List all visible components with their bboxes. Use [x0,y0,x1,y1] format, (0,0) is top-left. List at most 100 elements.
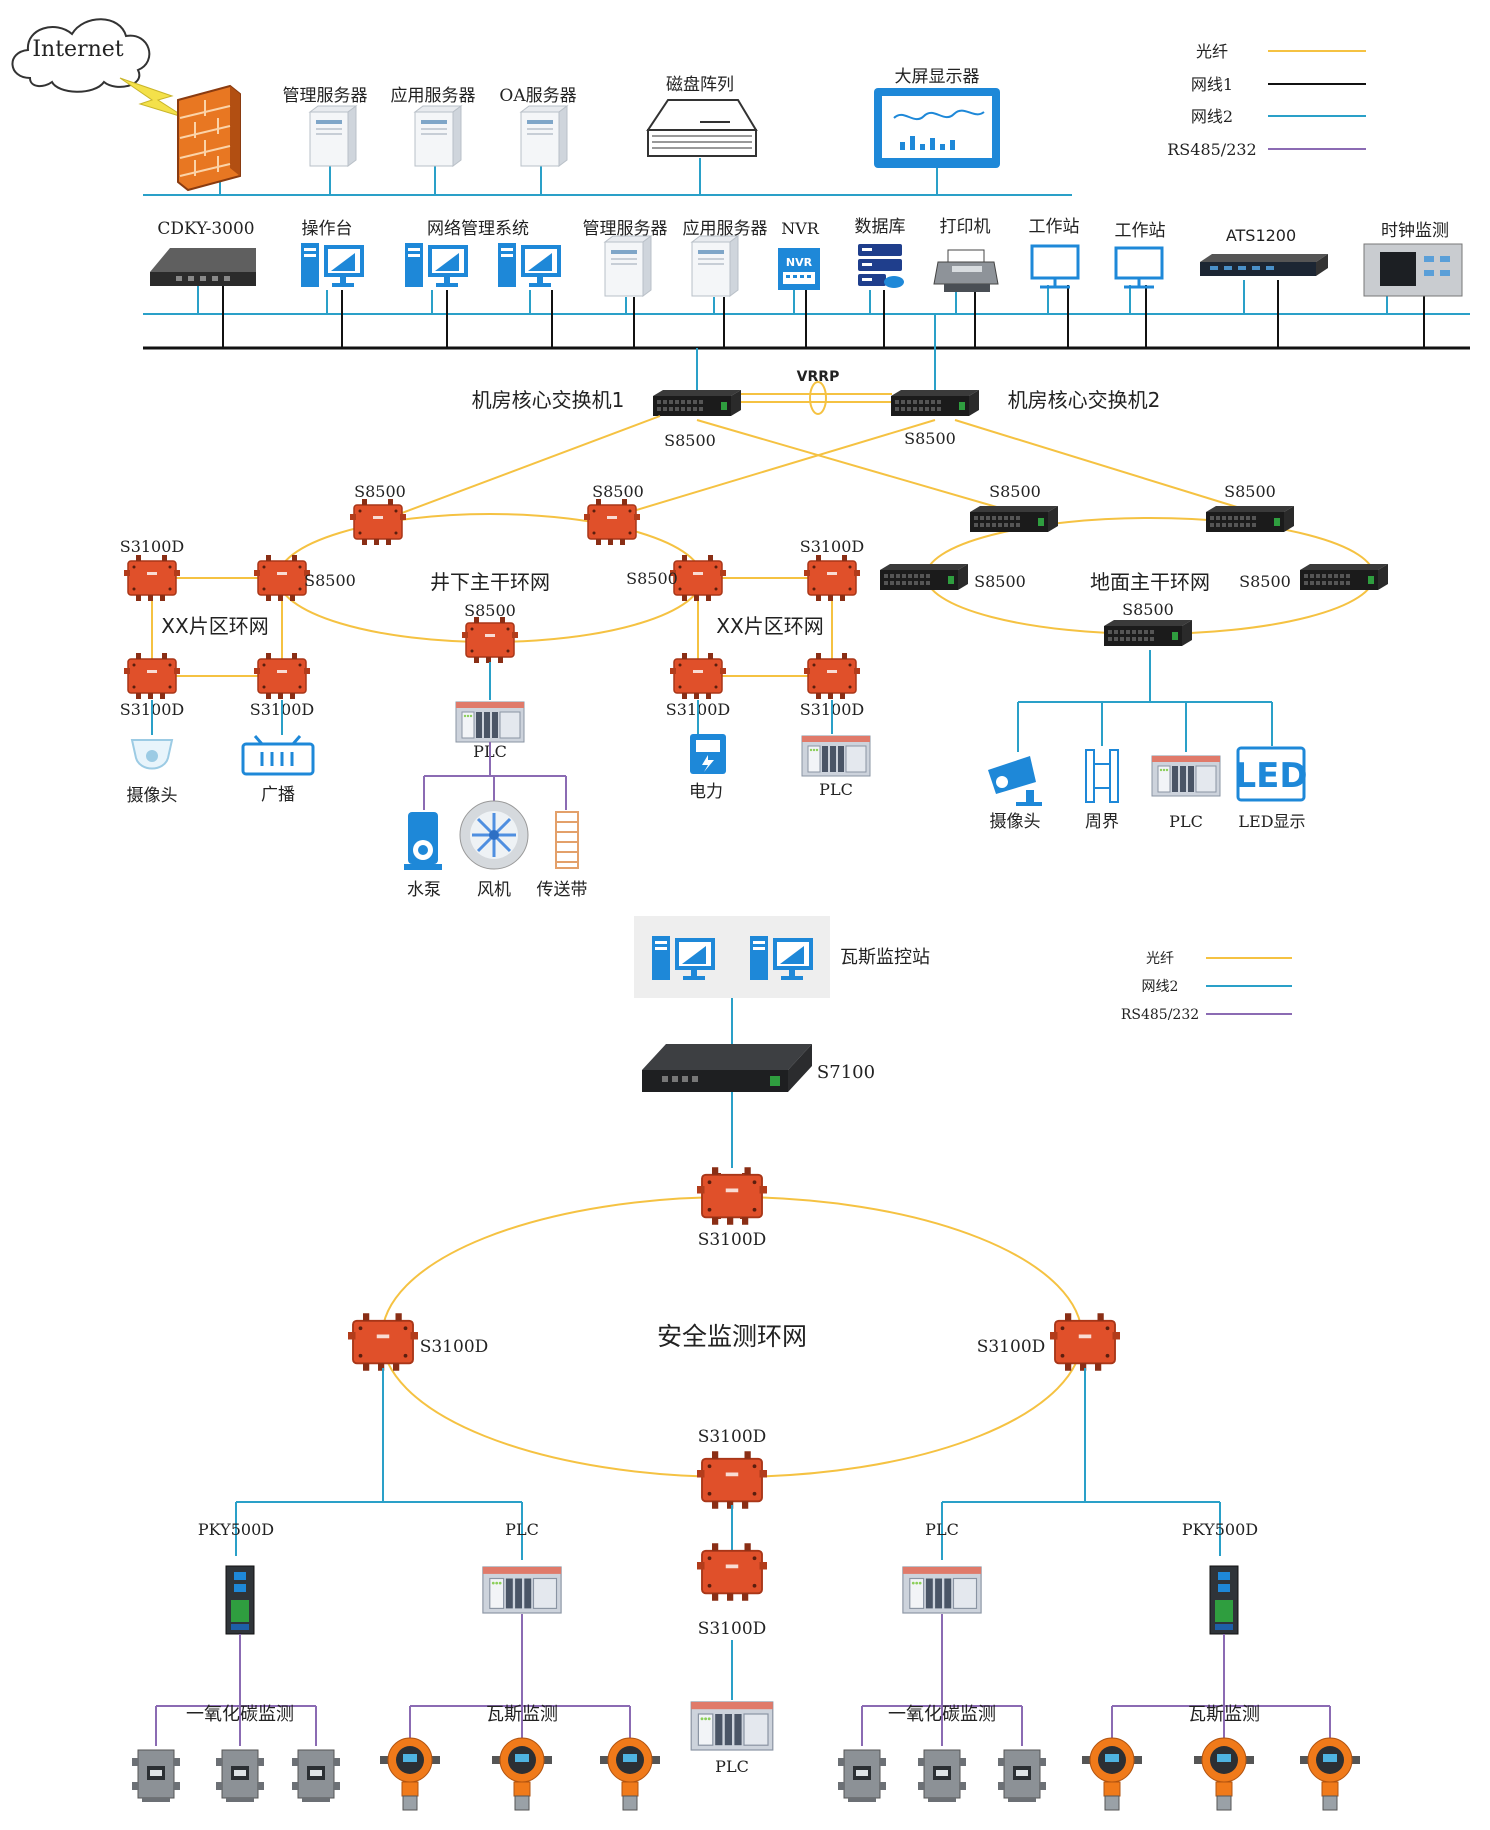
safety-extra-plc-icon [690,1701,774,1751]
ground-node-3-label: S8500 [974,572,1026,591]
vrrp-label: VRRP [797,369,840,385]
left-district-node-3 [253,652,311,700]
ground-device-perimeter-label: 周界 [1085,812,1119,832]
ground-node-1-label: S8500 [989,482,1041,501]
nvr-label: NVR [781,219,820,238]
netmgmt-pc-icon-1 [405,243,468,287]
svg-text:NVR: NVR [786,256,813,269]
ground-node-5 [1104,620,1192,646]
big-screen-label: 大屏显示器 [895,67,980,87]
workstation1-label: 工作站 [1029,217,1080,237]
top-server-label-1: 管理服务器 [283,86,368,106]
ground-device-camera-label: 摄像头 [990,812,1041,832]
ground-device-links [1017,650,1273,752]
internet-cloud-icon [11,18,151,93]
underground-node-4 [669,554,727,602]
ground-node-3 [880,564,968,590]
core-switch-1 [653,390,741,416]
fan-icon [459,800,529,870]
group-1-label: 一氧化碳监测 [186,1704,294,1725]
ground-camera-icon [988,756,1042,806]
underground-node-3 [253,554,311,602]
console-pc-icon [301,243,364,287]
top-server-2 [414,105,462,167]
ground-node-2 [1206,506,1294,532]
top-server-1 [309,105,357,167]
right-device-plc-label: PLC [819,780,853,799]
legend-top-label-rs485: RS485/232 [1167,140,1256,159]
clock-monitor-icon [1363,243,1463,297]
safety-extra-node [696,1542,768,1602]
underground-node-1 [349,498,407,546]
right-district-node-1-label: S3100D [800,537,865,556]
legend-bottom: 光纤 网线2 RS485/232 [1121,951,1292,1023]
underground-node-5-label: S8500 [464,601,516,620]
led-display-icon: LED [1234,746,1308,802]
conveyor-label: 传送带 [537,880,588,900]
gas-station-label: 瓦斯监控站 [840,947,930,968]
console-label: 操作台 [302,219,353,239]
netmgmt-label: 网络管理系统 [427,219,529,239]
ground-node-4 [1300,564,1388,590]
cdky-label: CDKY-3000 [157,219,254,239]
safety-ring-title: 安全监测环网 [657,1322,807,1351]
top-server-3 [520,105,568,167]
legend-bottom-label-rs485: RS485/232 [1121,1007,1199,1023]
conveyor-icon [555,811,579,869]
core-switch-2-model: S8500 [904,429,956,448]
branch-2-label: PLC [505,1520,539,1539]
power-meter-icon [690,734,726,774]
group-4-label: 瓦斯监测 [1188,1704,1260,1725]
underground-ring-title: 井下主干环网 [430,570,550,594]
led-display-text: LED [1234,756,1307,796]
top-server-label-2: 应用服务器 [391,86,476,106]
co-sensor-icon [131,1749,181,1803]
left-district-node-2 [123,652,181,700]
ground-ring-title: 地面主干环网 [1090,570,1210,594]
gas-sensor-icon [1081,1737,1143,1811]
underground-node-3-label: S8500 [304,571,356,590]
ground-device-plc-label: PLC [1169,812,1203,831]
safety-left-branches [235,1368,523,1560]
right-district-plc-icon [801,735,871,777]
mgmt-server-icon [604,235,652,297]
workstation1-icon [1030,244,1080,289]
group-3-label: 一氧化碳监测 [888,1704,996,1725]
safety-node-top-label: S3100D [698,1230,767,1250]
perimeter-icon [1085,749,1119,803]
dome-camera-icon [130,739,174,770]
database-label: 数据库 [855,217,906,237]
group-2-label: 瓦斯监测 [486,1704,558,1725]
nvr-icon: NVR [778,248,820,290]
co-sensor-icon [837,1749,887,1803]
safety-extra-node-label: S3100D [698,1619,767,1639]
gas-sensor-icon [491,1737,553,1811]
left-device-broadcast-label: 广播 [261,785,295,805]
ground-node-5-label: S8500 [1122,600,1174,619]
firewall-icon [177,84,241,192]
underground-node-5 [461,616,519,664]
left-district-node-1 [123,554,181,602]
core-switch-2 [891,390,979,416]
top-server-label-3: OA服务器 [499,86,576,106]
pky500d-right-icon [1209,1565,1239,1635]
broadcast-router-icon [241,735,315,776]
legend-top: 光纤 网线1 网线2 RS485/232 [1167,42,1366,159]
app-server-label: 应用服务器 [683,219,768,239]
underground-node-4-label: S8500 [626,569,678,588]
gas-sensor-icon [1193,1737,1255,1811]
safety-node-left-label: S3100D [420,1337,489,1357]
gas-sensor-icon [1299,1737,1361,1811]
underground-node-2 [583,498,641,546]
s7100-label: S7100 [817,1062,875,1083]
gas-sensor-icon [379,1737,441,1811]
branch-3-plc-icon [902,1566,982,1614]
netmgmt-pc-icon-2 [498,243,561,287]
internet-label: Internet [32,37,123,62]
printer-icon [933,249,999,292]
printer-label: 打印机 [940,217,991,237]
legend-top-label-net1: 网线1 [1191,75,1233,94]
legend-top-label-fiber: 光纤 [1196,42,1228,61]
disk-array-icon [646,99,758,157]
